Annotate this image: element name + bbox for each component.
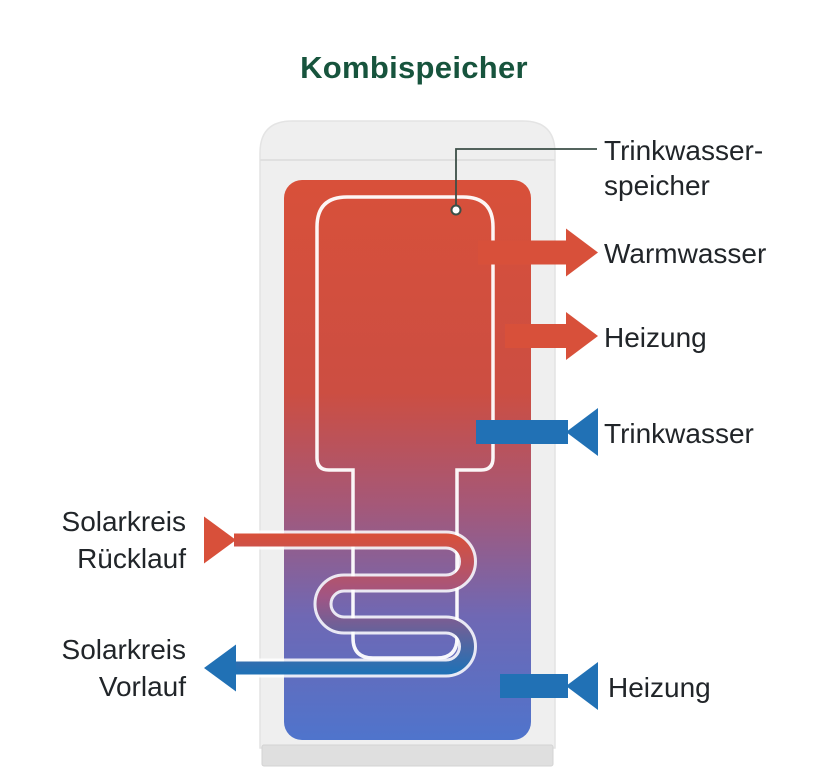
solar-coil-tube bbox=[234, 533, 474, 675]
heizung-flow-arrow-shaft bbox=[505, 324, 570, 348]
label-warmwasser: Warmwasser bbox=[604, 238, 767, 269]
label-solarkreis-ruecklauf: Solarkreis Rücklauf bbox=[62, 503, 186, 577]
label-solarkreis-ruecklauf-line1: Solarkreis bbox=[61, 506, 186, 537]
warmwasser-arrow-head bbox=[566, 228, 598, 277]
heizung-flow-arrow-head bbox=[566, 312, 598, 360]
diagram-title: Kombispeicher bbox=[300, 50, 528, 85]
label-solarkreis-vorlauf-line1: Solarkreis bbox=[61, 634, 186, 665]
inner-tank-pointer-dot bbox=[450, 204, 462, 216]
label-solarkreis-ruecklauf-line2: Rücklauf bbox=[77, 543, 186, 574]
label-heizung-flow: Heizung bbox=[604, 322, 707, 353]
heizung-return-arrow-head bbox=[566, 662, 598, 710]
label-trinkwasserspeicher-line2: speicher bbox=[604, 170, 710, 201]
label-solarkreis-vorlauf-line2: Vorlauf bbox=[98, 671, 186, 702]
label-trinkwasserspeicher: Trinkwasser- speicher bbox=[604, 133, 763, 203]
label-trinkwasser: Trinkwasser bbox=[604, 418, 754, 449]
inner-tank-pointer-line bbox=[455, 148, 597, 205]
heizung-return-arrow-shaft bbox=[500, 674, 568, 698]
trinkwasser-arrow-shaft bbox=[476, 420, 568, 444]
tank-base bbox=[261, 744, 554, 767]
solar-vorlauf-arrow-head bbox=[204, 644, 236, 692]
label-solarkreis-vorlauf: Solarkreis Vorlauf bbox=[62, 631, 186, 705]
inner-vessel-outline bbox=[315, 195, 495, 660]
solar-ruecklauf-arrow-head bbox=[204, 516, 236, 564]
trinkwasser-arrow-head bbox=[566, 408, 598, 456]
label-trinkwasserspeicher-line1: Trinkwasser- bbox=[604, 135, 764, 166]
warmwasser-arrow-shaft bbox=[478, 240, 570, 265]
tank-gradient-body bbox=[284, 180, 531, 740]
label-heizung-return: Heizung bbox=[608, 672, 711, 703]
